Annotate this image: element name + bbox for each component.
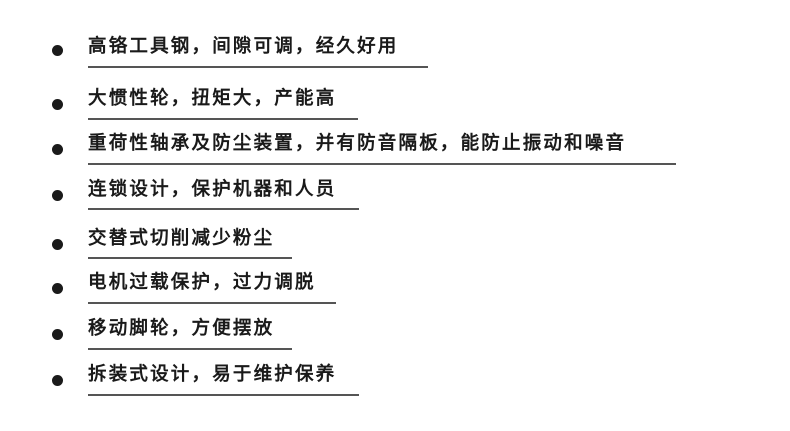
bullet-icon (52, 283, 63, 294)
feature-underline (88, 163, 676, 165)
feature-item-material: 高铬工具钢，间隙可调，经久好用 (0, 35, 790, 75)
feature-text: 重荷性轴承及防尘装置，并有防音隔板，能防止振动和噪音 (88, 133, 627, 154)
feature-text: 拆装式设计，易于维护保养 (88, 364, 337, 385)
feature-item-flywheel: 大惯性轮，扭矩大，产能高 (0, 87, 790, 127)
feature-item-casters: 移动脚轮，方便摆放 (0, 317, 790, 357)
feature-text: 交替式切削减少粉尘 (88, 228, 275, 249)
bullet-icon (52, 99, 63, 110)
bullet-icon (52, 144, 63, 155)
feature-text: 大惯性轮，扭矩大，产能高 (88, 88, 337, 109)
feature-underline (88, 302, 336, 304)
feature-underline (88, 394, 359, 396)
bullet-icon (52, 239, 63, 250)
feature-item-interlock: 连锁设计，保护机器和人员 (0, 178, 790, 218)
feature-underline (88, 348, 292, 350)
bullet-icon (52, 190, 63, 201)
feature-text: 高铬工具钢，间隙可调，经久好用 (88, 36, 399, 57)
feature-underline (88, 118, 358, 120)
feature-item-maintenance: 拆装式设计，易于维护保养 (0, 363, 790, 403)
bullet-icon (52, 375, 63, 386)
feature-item-cutting: 交替式切削减少粉尘 (0, 227, 790, 267)
feature-text: 连锁设计，保护机器和人员 (88, 179, 337, 200)
bullet-icon (52, 45, 63, 56)
feature-text: 移动脚轮，方便摆放 (88, 318, 275, 339)
bullet-icon (52, 329, 63, 340)
feature-item-bearing: 重荷性轴承及防尘装置，并有防音隔板，能防止振动和噪音 (0, 132, 790, 172)
feature-underline (88, 66, 428, 68)
feature-underline (88, 257, 292, 259)
feature-item-overload: 电机过载保护，过力调脱 (0, 271, 790, 311)
feature-text: 电机过载保护，过力调脱 (88, 272, 316, 293)
feature-underline (88, 208, 359, 210)
